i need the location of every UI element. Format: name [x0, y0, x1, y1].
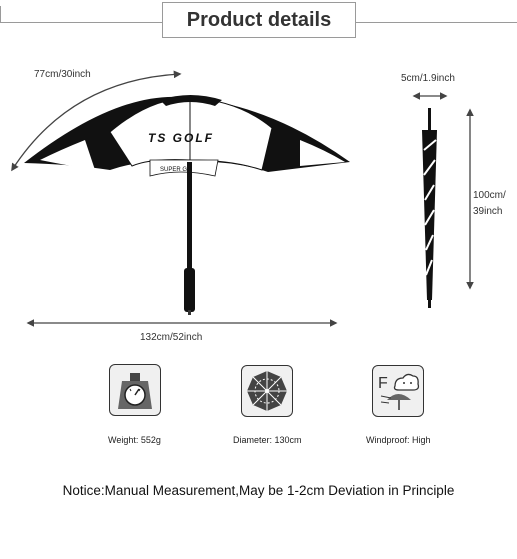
page-title: Product details	[162, 2, 356, 38]
arc-dimension-arrow	[11, 70, 182, 172]
wind-cloud-icon: F	[372, 365, 424, 417]
header-line-right	[356, 6, 517, 23]
open-umbrella-top-icon	[241, 365, 293, 417]
header-line-left	[0, 6, 163, 23]
wind-letter: F	[378, 375, 388, 392]
panel-text: SUPER GT	[160, 167, 191, 173]
brand-text: TS GOLF	[148, 131, 214, 145]
closed-length-line2: 39inch	[473, 206, 503, 217]
closed-diameter-label: 5cm/1.9inch	[401, 73, 455, 84]
closed-length-line1: 100cm/	[473, 190, 506, 201]
windproof-spec: Windproof: High	[366, 435, 431, 445]
closed-length-label: 100cm/ 39inch	[473, 188, 517, 220]
closed-umbrella	[422, 108, 437, 308]
scale-icon	[109, 364, 161, 416]
open-umbrella	[24, 95, 350, 315]
open-width-label: 132cm/52inch	[140, 332, 203, 343]
canopy-arc-label: 77cm/30inch	[34, 69, 91, 80]
diameter-spec: Diameter: 130cm	[233, 435, 302, 445]
measurement-notice: Notice:Manual Measurement,May be 1-2cm D…	[62, 483, 455, 498]
weight-spec: Weight: 552g	[108, 435, 161, 445]
